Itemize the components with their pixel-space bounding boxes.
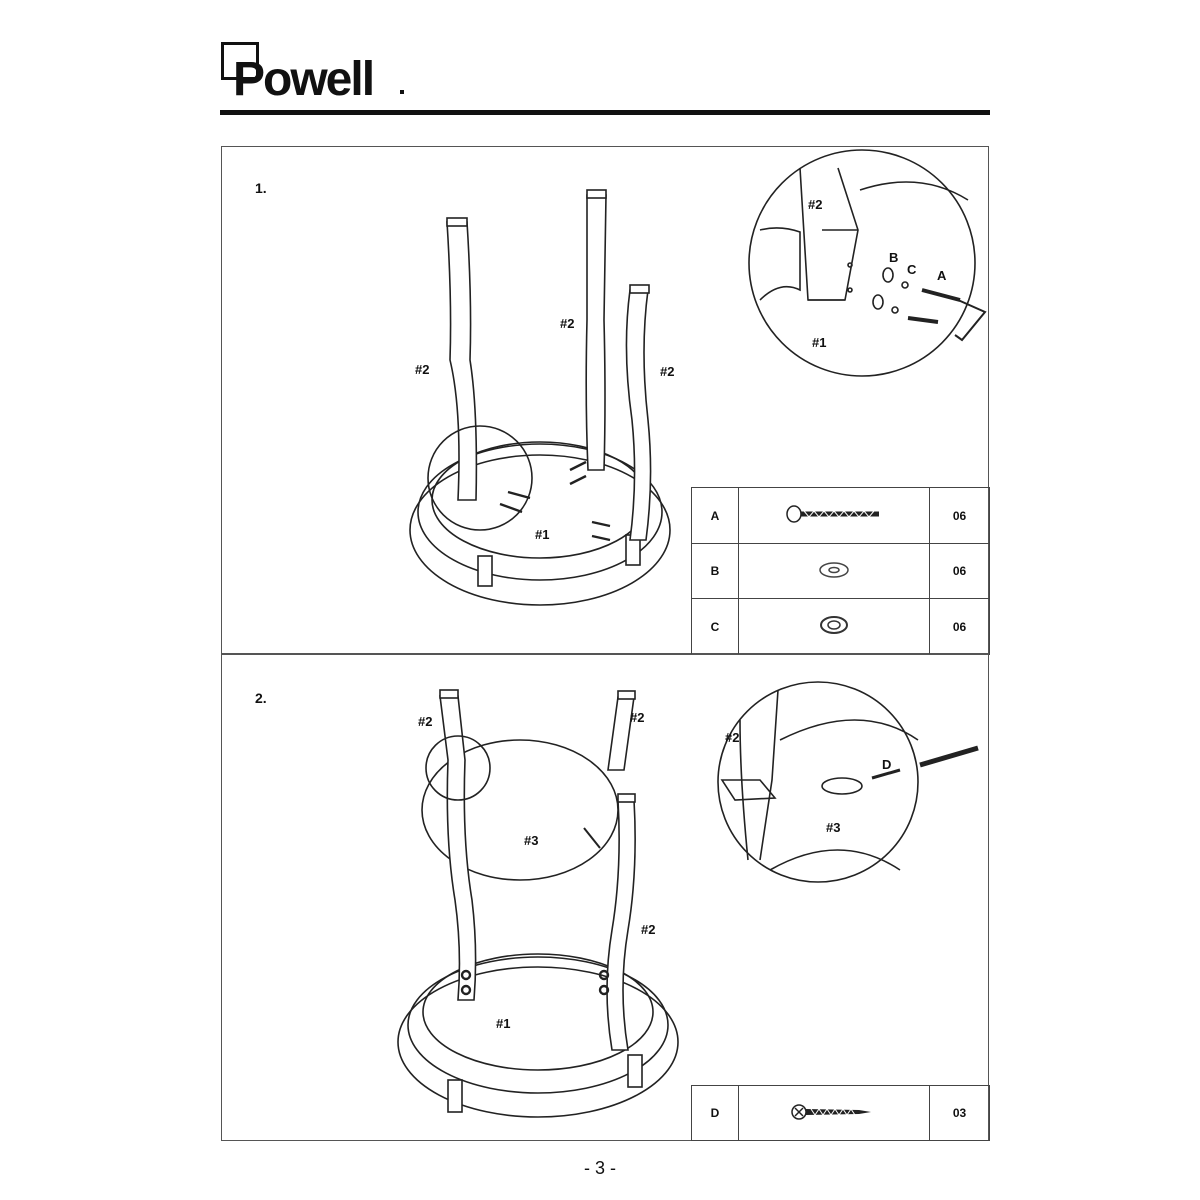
parts-row: B 06 (691, 543, 990, 599)
step1-detail-a-label: A (937, 268, 947, 283)
step1-detail-c-label: C (907, 262, 917, 277)
page-number: - 3 - (583, 1158, 616, 1178)
flat-washer-icon (738, 543, 930, 599)
part-code: C (691, 598, 739, 655)
step-2-panel (221, 654, 989, 1141)
bolt-icon (738, 487, 930, 544)
step-1-panel (221, 146, 989, 654)
step1-detail-leg-label: #2 (808, 197, 823, 212)
brand-name: Powell (233, 53, 375, 106)
step1-parts-table: A 06 B 06 C 06 (691, 487, 990, 655)
logo-mark (221, 42, 259, 80)
step2-leg-br-label: #2 (641, 922, 656, 937)
step2-leg-tl-label: #2 (418, 714, 433, 729)
step1-detail-b-label: B (889, 250, 899, 265)
header-rule (220, 110, 990, 115)
part-qty: 06 (929, 598, 990, 655)
step2-detail-leg-label: #2 (725, 730, 740, 745)
step2-leg-tr-label: #2 (630, 710, 645, 725)
step1-base-label: #1 (535, 527, 550, 542)
step1-leg-left-label: #2 (415, 362, 430, 377)
part-qty: 03 (929, 1085, 990, 1141)
parts-row: A 06 (691, 487, 990, 544)
step2-detail-d-label: D (882, 757, 892, 772)
step2-top-label: #3 (524, 833, 539, 848)
step2-base-label: #1 (496, 1016, 511, 1031)
step2-parts-table: D 03 (691, 1085, 990, 1141)
step-1-number: 1. (255, 180, 267, 196)
wood-screw-icon (738, 1085, 930, 1141)
step2-detail-top-label: #3 (826, 820, 841, 835)
lock-washer-icon (738, 598, 930, 655)
step-2-number: 2. (255, 690, 267, 706)
part-code: D (691, 1085, 739, 1141)
logo-dot (400, 90, 404, 94)
part-code: A (691, 487, 739, 544)
step1-leg-mid-label: #2 (560, 316, 575, 331)
part-qty: 06 (929, 543, 990, 599)
part-qty: 06 (929, 487, 990, 544)
parts-row: C 06 (691, 598, 990, 655)
part-code: B (691, 543, 739, 599)
step1-detail-base-label: #1 (812, 335, 827, 350)
step1-leg-right-label: #2 (660, 364, 675, 379)
parts-row: D 03 (691, 1085, 990, 1141)
